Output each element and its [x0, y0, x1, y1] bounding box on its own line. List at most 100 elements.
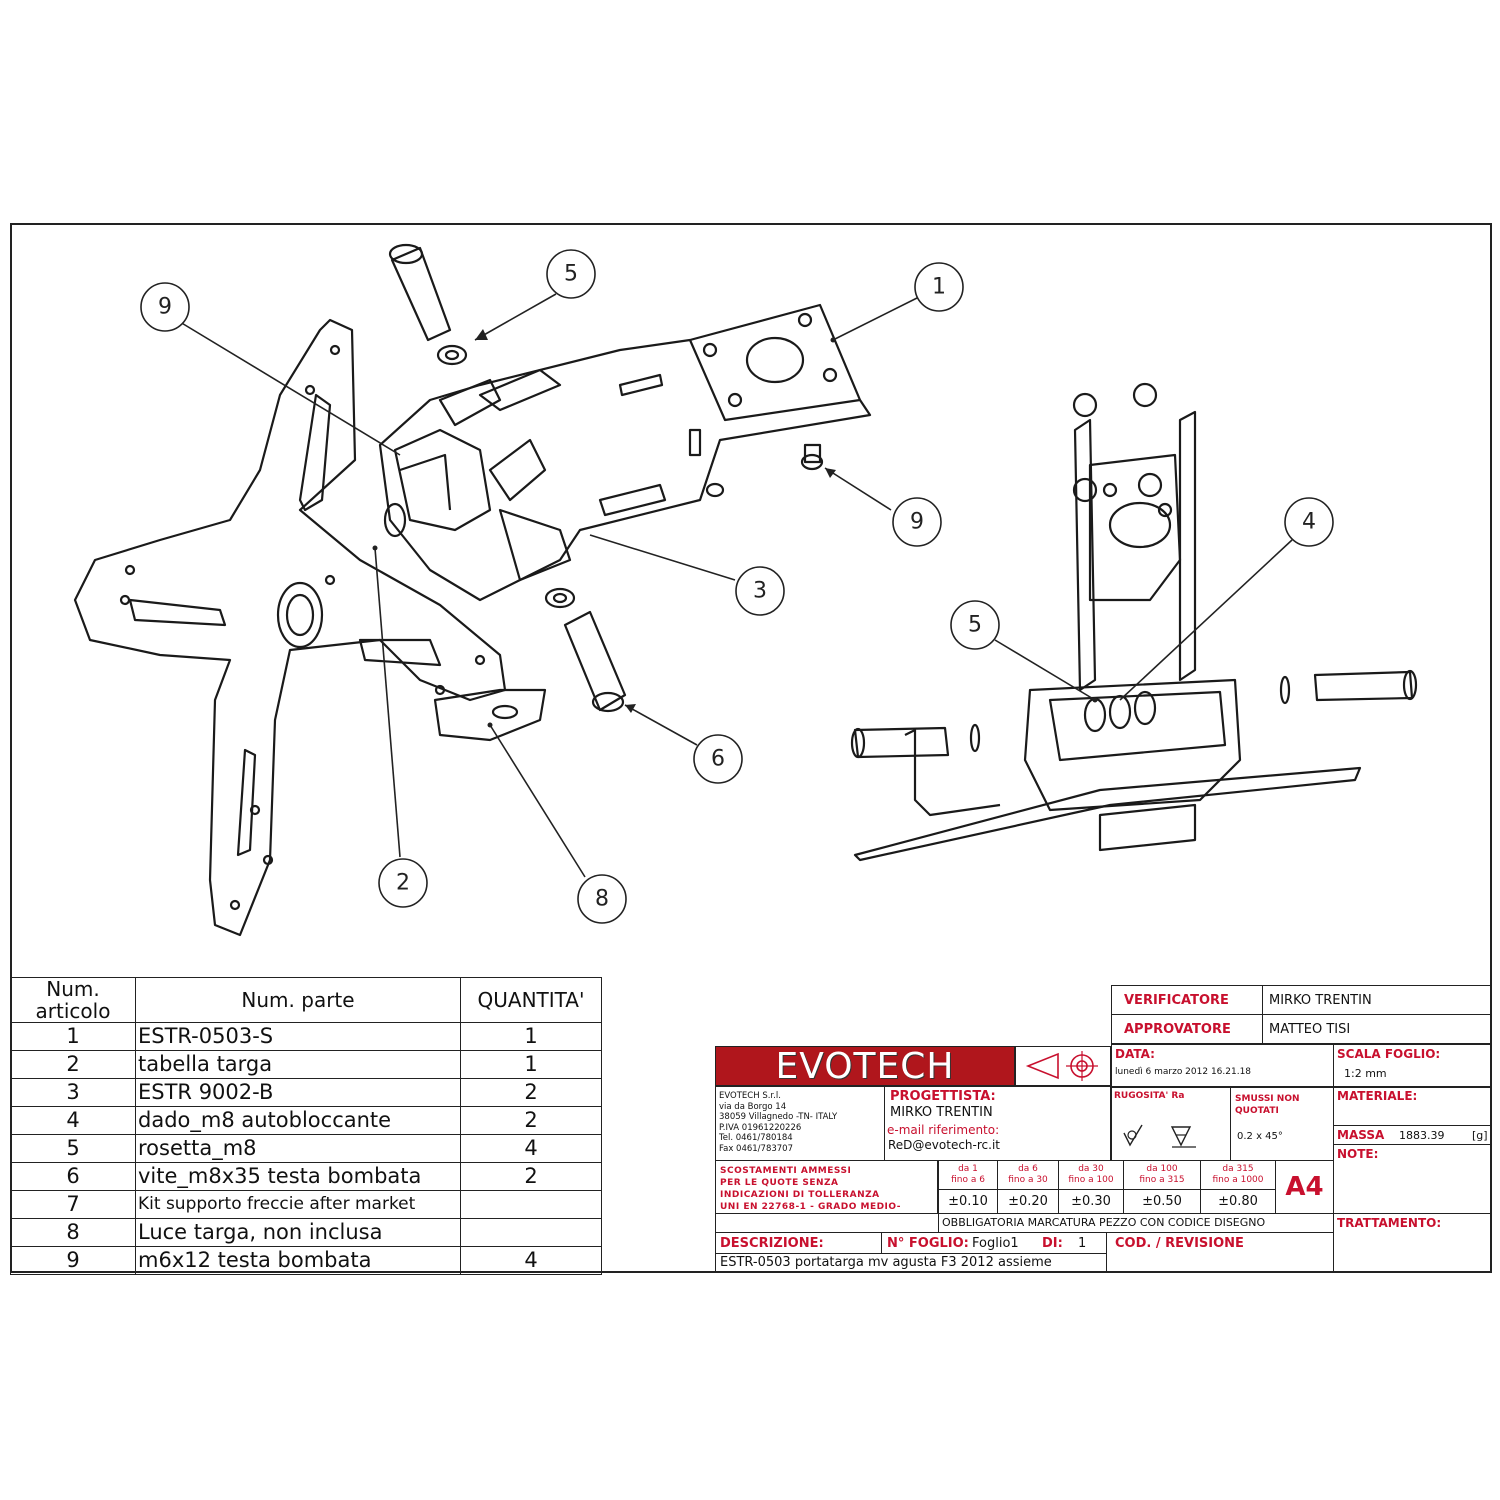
bom-quantity: 1 [460, 1050, 602, 1079]
tol-value: ±0.10 [938, 1189, 998, 1214]
balloon-9 [1284, 497, 1334, 547]
balloon-label: 2 [396, 871, 410, 896]
scala-label: SCALA FOGLIO: [1337, 1047, 1441, 1061]
screw-small-part [705, 443, 824, 498]
side-view-assembly [850, 382, 1418, 862]
bom-quantity: 4 [460, 1134, 602, 1163]
scala-cell: SCALA FOGLIO: 1:2 mm [1333, 1044, 1492, 1088]
foglio-label: N° FOGLIO: [887, 1236, 969, 1251]
tol-value: ±0.50 [1123, 1189, 1201, 1214]
bom-quantity [460, 1190, 602, 1219]
format-cell: A4 [1275, 1160, 1334, 1214]
bom-item-number: 8 [10, 1218, 136, 1247]
balloon-6 [693, 734, 743, 784]
obbligatoria-cell: OBBLIGATORIA MARCATURA PEZZO CON CODICE … [938, 1213, 1334, 1233]
tol-range-from: da 30 [1078, 1164, 1104, 1174]
balloon-5 [735, 566, 785, 616]
bom-item-number: 4 [10, 1106, 136, 1135]
descrizione-value: ESTR-0503 portatarga mv agusta F3 2012 a… [720, 1255, 1052, 1270]
tol-range-from: da 1 [958, 1164, 978, 1174]
materiale-label: MATERIALE: [1337, 1089, 1418, 1103]
approvatore-label: APPROVATORE [1124, 1022, 1231, 1037]
data-label: DATA: [1115, 1047, 1155, 1061]
rugosita-label: RUGOSITA' Ra [1114, 1091, 1185, 1101]
bom-part-number: vite_m8x35 testa bombata [135, 1162, 461, 1191]
bom-item-number: 3 [10, 1078, 136, 1107]
company-line: Fax 0461/783707 [719, 1143, 793, 1154]
tol-range-to: fino a 1000 [1212, 1175, 1264, 1185]
balloon-4 [892, 497, 942, 547]
smussi-label: SMUSSI NON QUOTATI [1235, 1094, 1300, 1116]
note-cell: NOTE: [1333, 1144, 1492, 1214]
di-label: DI: [1042, 1236, 1063, 1251]
balloon-3 [914, 262, 964, 312]
company-line: 38059 Villagnedo -TN- ITALY [719, 1112, 838, 1122]
surface-finish-icon [1123, 1124, 1196, 1148]
balloon-label: 5 [564, 262, 578, 287]
tol-range-to: fino a 30 [1008, 1175, 1048, 1185]
smussi-value: 0.2 x 45° [1237, 1131, 1283, 1142]
foglio-cell: N° FOGLIO: Foglio1 DI: 1 [881, 1232, 1107, 1254]
balloon-10 [950, 600, 1000, 650]
balloon-7 [378, 858, 428, 908]
materiale-cell: MATERIALE: [1333, 1086, 1492, 1126]
balloon-8 [577, 874, 627, 924]
logo-text: EVOTECH [775, 1045, 955, 1087]
bom-header-row: Num. articolo Num. parte QUANTITA' [10, 977, 602, 1023]
balloon-label: 8 [595, 887, 609, 912]
massa-unit: [g] [1472, 1129, 1488, 1142]
smussi-cell: SMUSSI NON QUOTATI 0.2 x 45° [1230, 1086, 1334, 1161]
bom-part-number: Kit supporto freccie after market [135, 1190, 461, 1219]
balloon-label: 9 [158, 295, 172, 320]
data-value: lunedì 6 marzo 2012 16.21.18 [1115, 1067, 1252, 1077]
bom-header-quantity: QUANTITA' [460, 977, 602, 1023]
tol-range-from: da 315 [1222, 1164, 1254, 1174]
company-info-cell: EVOTECH S.r.l. via da Borgo 14 38059 Vil… [715, 1086, 885, 1161]
bom-item-number: 2 [10, 1050, 136, 1079]
massa-cell: MASSA 1883.39 [g] [1333, 1125, 1492, 1145]
scostamenti-line: SCOSTAMENTI AMMESSI [720, 1166, 852, 1176]
trattamento-label: TRATTAMENTO: [1337, 1216, 1442, 1230]
balloon-label: 3 [753, 579, 767, 604]
projection-symbol-icon [1025, 1051, 1098, 1081]
verificatore-cell: VERIFICATORE MIRKO TRENTIN [1111, 985, 1492, 1016]
bom-header-item-number: Num. articolo [10, 977, 136, 1023]
evotech-logo: EVOTECH [715, 1045, 1015, 1087]
rugosita-cell: RUGOSITA' Ra [1111, 1086, 1231, 1161]
tol-range-from: da 6 [1018, 1164, 1038, 1174]
bom-quantity: 2 [460, 1078, 602, 1107]
bom-quantity: 1 [460, 1022, 602, 1051]
bom-part-number: ESTR-0503-S [135, 1022, 461, 1051]
scostamenti-line: PER LE QUOTE SENZA [720, 1178, 839, 1188]
bom-quantity: 2 [460, 1162, 602, 1191]
progettista-label: PROGETTISTA: [890, 1089, 996, 1104]
scostamenti-cell: SCOSTAMENTI AMMESSI PER LE QUOTE SENZA I… [715, 1160, 938, 1214]
balloon-label: 4 [1302, 510, 1316, 535]
scostamenti-line: INDICAZIONI DI TOLLERANZA [720, 1190, 880, 1200]
tol-value: ±0.20 [997, 1189, 1059, 1214]
verificatore-name: MIRKO TRENTIN [1262, 986, 1372, 1016]
screw-top-part [388, 243, 468, 366]
balloon-label: 5 [968, 613, 982, 638]
bom-item-number: 6 [10, 1162, 136, 1191]
bom-part-number: m6x12 testa bombata [135, 1246, 461, 1275]
bom-part-number: Luce targa, non inclusa [135, 1218, 461, 1247]
balloon-label: 6 [711, 747, 725, 772]
descrizione-label-cell: DESCRIZIONE: [715, 1232, 882, 1254]
tol-range-to: fino a 315 [1139, 1175, 1185, 1185]
company-line: P.IVA 01961220226 [719, 1122, 802, 1133]
balloon-label: 1 [932, 275, 946, 300]
